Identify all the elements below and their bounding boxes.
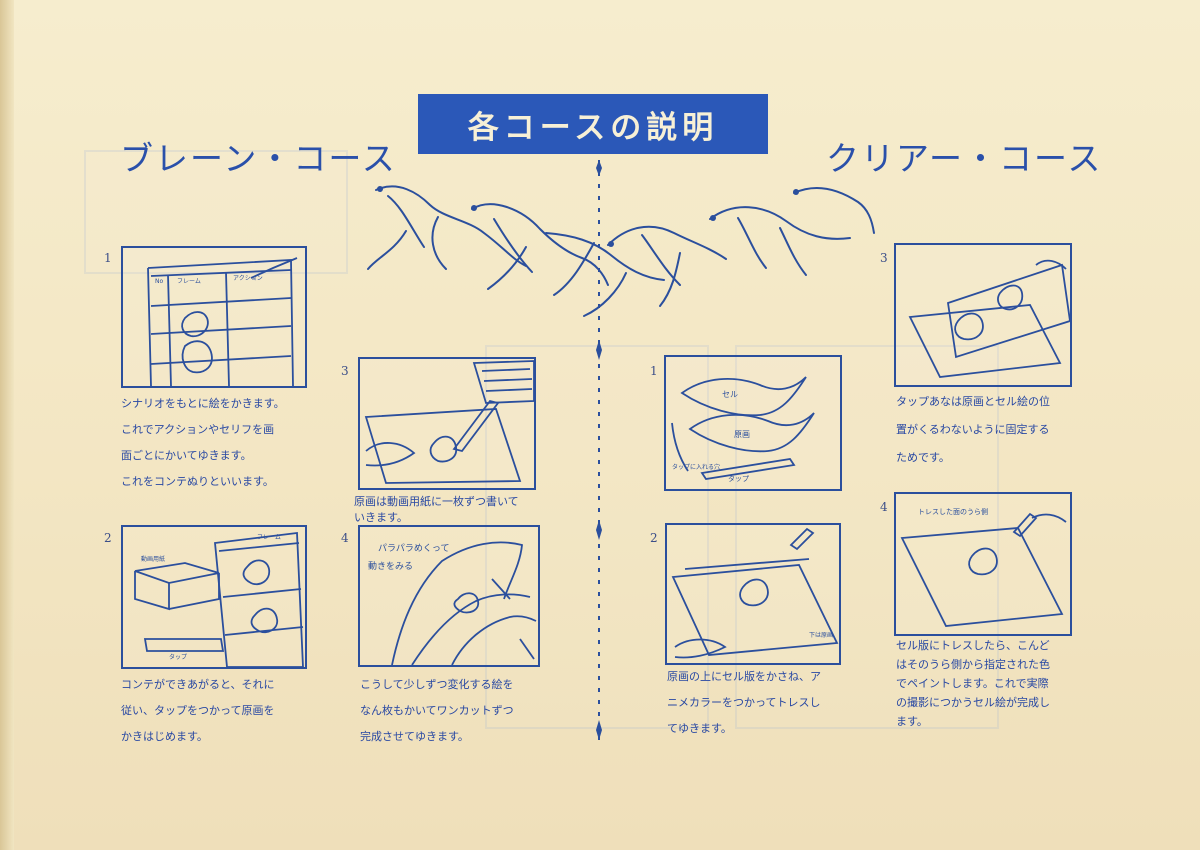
brain-step1-caption: シナリオをもとに絵をかきます。 これでアクションやセリフを画 面ごとにかいてゆき… xyxy=(121,397,285,488)
panel-label-cel: セル xyxy=(722,390,738,399)
panel-label-frame: フレーム xyxy=(177,278,201,285)
panel-label-original: 原画 xyxy=(734,430,750,439)
page-edge xyxy=(0,0,14,850)
step-number: 3 xyxy=(880,251,888,265)
step-number: 2 xyxy=(104,531,112,545)
step-number: 1 xyxy=(104,251,112,265)
faint-background xyxy=(84,150,348,274)
storyboard-panel-1: No フレーム アクション xyxy=(121,246,307,388)
panel-label-under: 下は原画 xyxy=(809,632,833,639)
panel-label-paper: 動画用紙 xyxy=(141,555,165,563)
brain-step4-caption: こうして少しずつ変化する絵を なん枚もかいてワンカットずつ 完成させてゆきます。 xyxy=(360,678,514,743)
panel-label-frame: フレーム xyxy=(257,534,281,541)
brain-step3-caption: 原画は動画用紙に一枚ずつ書いて いきます。 xyxy=(354,495,519,524)
reindeer-illustration xyxy=(358,165,878,335)
clear-step3-caption: タップあなは原画とセル絵の位 置がくるわないように固定する ためです。 xyxy=(896,395,1050,464)
paint-panel-4: トレスした面のうら側 xyxy=(894,492,1072,636)
step-number: 4 xyxy=(880,500,888,514)
flip-label: パラパラめくって xyxy=(378,543,449,554)
step-number: 1 xyxy=(650,364,658,378)
cel-panel-1: セル 原画 タップに入れる穴 タップ xyxy=(664,355,842,491)
clear-step2-caption: 原画の上にセル版をかさね、ア ニメカラーをつかってトレスし てゆきます。 xyxy=(667,670,821,735)
trace-panel-2: 下は原画 xyxy=(665,523,841,665)
brain-course-title: ブレーン・コース xyxy=(120,139,397,178)
panel-label-face: トレスした面のうら側 xyxy=(918,507,988,516)
layout-panel-2: 動画用紙 タップ フレーム xyxy=(121,525,307,669)
flip-label: 動きをみる xyxy=(368,561,413,572)
drawing-panel-3 xyxy=(358,357,536,490)
brain-step2-caption: コンテができあがると、それに 従い、タップをつかって原画を かきはじめます。 xyxy=(121,678,275,743)
step-number: 3 xyxy=(341,364,349,378)
clear-course-title: クリアー・コース xyxy=(826,139,1103,178)
panel-label-holes: タップに入れる穴 xyxy=(672,463,720,471)
registration-panel-3 xyxy=(894,243,1072,387)
step-number: 2 xyxy=(650,531,658,545)
panel-label-no: No xyxy=(155,278,163,285)
panel-label-tap: タップ xyxy=(728,474,749,483)
center-divider xyxy=(596,160,602,745)
panel-label-tap: タップ xyxy=(169,653,187,661)
clear-step4-caption: セル版にトレスしたら、こんど はそのうら側から指定された色 でペイントします。こ… xyxy=(896,639,1050,728)
step-number: 4 xyxy=(341,531,349,545)
flip-panel-4: パラパラめくって 動きをみる xyxy=(358,525,540,667)
page-title: 各コースの説明 xyxy=(418,94,768,154)
panel-label-action: アクション xyxy=(233,275,263,282)
